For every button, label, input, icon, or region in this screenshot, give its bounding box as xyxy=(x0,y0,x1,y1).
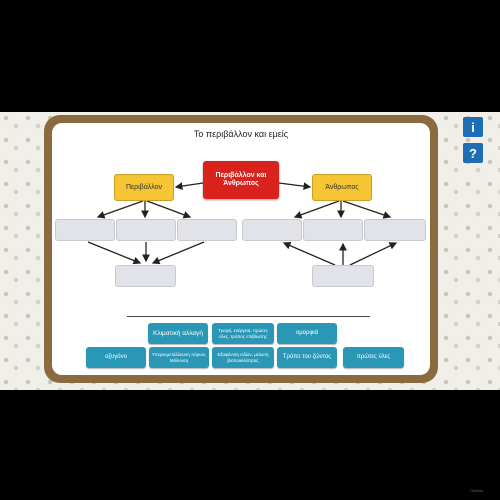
answer-card[interactable]: Κλιματική αλλαγή xyxy=(148,323,208,344)
drop-slot-left-bottom[interactable] xyxy=(115,265,176,287)
answer-card[interactable]: Τροφή, ενέργεια, πρώτες ύλες, τρόπος επι… xyxy=(212,323,274,344)
answer-card[interactable]: ομορφιά xyxy=(277,323,337,344)
arrow-left-up-a xyxy=(87,241,142,265)
arrow-left-c xyxy=(146,200,192,219)
arrow-right-up-c xyxy=(349,242,398,266)
drop-slot-left-1[interactable] xyxy=(55,219,115,241)
page-title: Το περιβάλλον και εμείς xyxy=(193,129,289,139)
answer-card[interactable]: Τρόπο του ζώντος xyxy=(277,347,337,368)
arrow-right-a xyxy=(293,200,340,219)
answer-card[interactable]: Εξαφάνιση ειδών, μείωση βιοποικιλότητας xyxy=(212,347,274,368)
human-node: Άνθρωπος xyxy=(312,174,372,201)
drop-slot-left-2[interactable] xyxy=(116,219,176,241)
arrow-center-right xyxy=(278,182,312,191)
watermark-logo: Παιδεία xyxy=(470,488,484,493)
drop-slot-right-3[interactable] xyxy=(364,219,426,241)
drop-slot-left-3[interactable] xyxy=(177,219,237,241)
divider xyxy=(127,316,370,317)
drop-slot-right-1[interactable] xyxy=(242,219,302,241)
answer-card[interactable]: οξυγόνο xyxy=(86,347,146,368)
arrow-left-a xyxy=(96,200,144,219)
arrow-left-up-c xyxy=(151,241,205,265)
info-icon[interactable]: i xyxy=(463,117,483,137)
arrow-right-up-a xyxy=(282,241,336,266)
arrow-right-c xyxy=(342,200,392,219)
environment-node: Περιβάλλον xyxy=(114,174,174,201)
answer-card[interactable]: Υπερεκμετάλλευση πόρων, Μόλυνση xyxy=(149,347,209,368)
center-concept-node: Περιβάλλον και Άνθρωπος xyxy=(203,161,279,199)
drop-slot-right-2[interactable] xyxy=(303,219,363,241)
arrow-center-left xyxy=(174,182,204,190)
help-icon[interactable]: ? xyxy=(463,143,483,163)
answer-card[interactable]: πρώτες ύλες xyxy=(343,347,404,368)
drop-slot-right-bottom[interactable] xyxy=(312,265,374,287)
